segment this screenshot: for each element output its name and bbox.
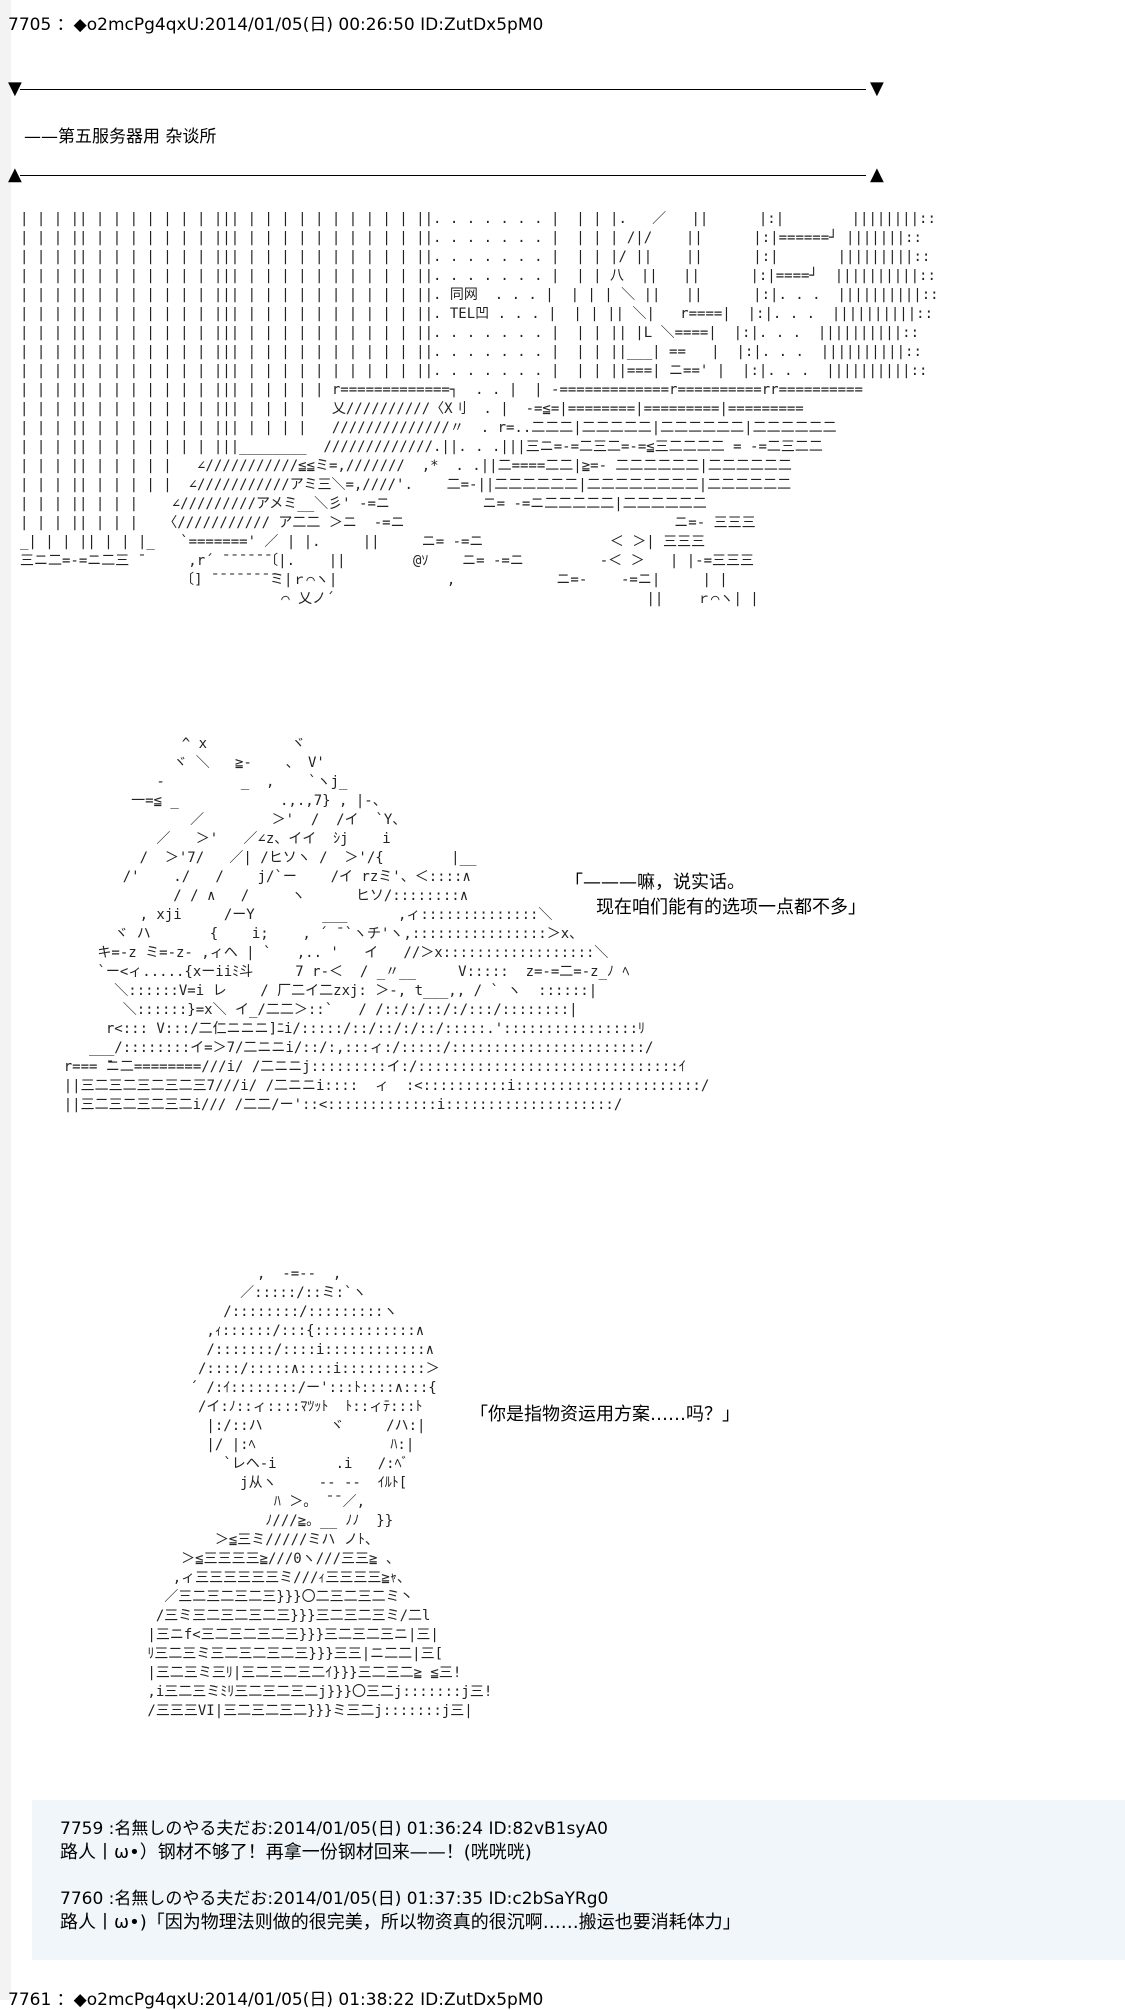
dialogue-line-1: 「———嘛，说实话。	[565, 872, 745, 893]
reply-1-meta: 7759 :名無しのやる夫だお:2014/01/05(日) 01:36:24 I…	[60, 1819, 608, 1839]
reply-section	[32, 1800, 1125, 1960]
character-standing-ascii-art: , -=-- , ／:::::/::ミ:`ヽ /::::::::/:::::::…	[147, 1266, 493, 1719]
triangle-down-left-icon: ▼	[8, 78, 22, 99]
reply-2-text: 路人丨ω•)「因为物理法则做的很完美，所以物资真的很沉啊……搬运也要消耗体力」	[60, 1912, 741, 1933]
left-margin-bar	[0, 0, 11, 2000]
scene-caption: ——第五服务器用 杂谈所	[24, 127, 217, 147]
triangle-up-right-icon: ▲	[870, 164, 884, 185]
reply-1-text: 路人丨ω•）钢材不够了！再拿一份钢材回来——！(咣咣咣)	[60, 1842, 532, 1863]
triangle-up-left-icon: ▲	[8, 164, 22, 185]
bottom-divider	[20, 175, 866, 176]
dialogue-line-2: 现在咱们能有的选项一点都不多」	[596, 897, 866, 918]
next-post-header: 7761 ：◆o2mcPg4qxU:2014/01/05(日) 01:38:22…	[8, 1990, 544, 2010]
room-ascii-art: | | | || | | | | | | | ||| | | | | | | |…	[20, 211, 939, 607]
reply-2-meta: 7760 :名無しのやる夫だお:2014/01/05(日) 01:37:35 I…	[60, 1889, 609, 1909]
dialogue-line-3: 「你是指物资运用方案……吗？」	[470, 1404, 740, 1425]
post-header: 7705 ：◆o2mcPg4qxU:2014/01/05(日) 00:26:50…	[8, 15, 544, 35]
character-lying-ascii-art: ^ x ヾ ヾ ＼ ≧- 、 V' - _ , `ヽj_ 一=≦ _ .,.,7…	[63, 736, 710, 1113]
top-divider	[20, 89, 866, 90]
triangle-down-right-icon: ▼	[870, 78, 884, 99]
